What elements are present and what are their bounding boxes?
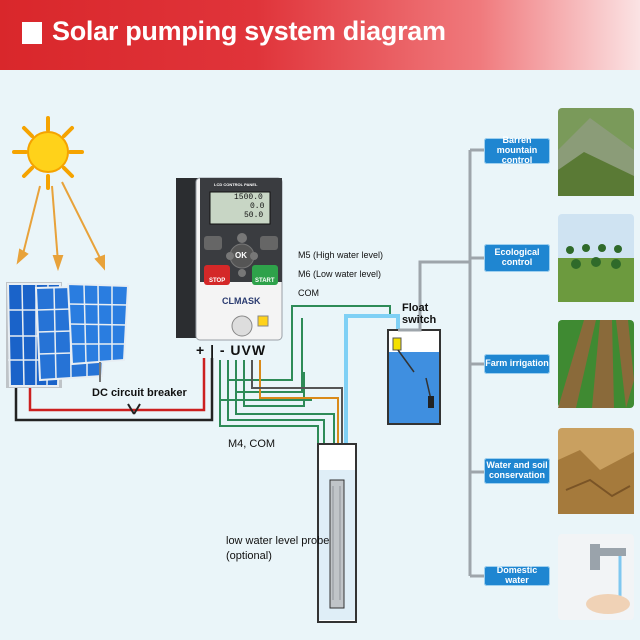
header-banner: Solar pumping system diagram — [0, 0, 640, 70]
m6-label: M6 (Low water level) — [298, 269, 382, 279]
sunlight-arrows — [16, 181, 105, 272]
dc-wires — [14, 358, 214, 422]
irrigation-photo — [558, 320, 634, 408]
application-connectors — [398, 148, 484, 578]
vfd-drive — [176, 177, 283, 341]
vfd-brand-logo: CLMASK — [222, 296, 261, 306]
m4-com-label: M4, COM — [228, 438, 276, 450]
dc-breaker-icon — [127, 403, 141, 415]
vfd-start-button[interactable]: START — [255, 278, 275, 284]
barren-mountain-control-button[interactable]: Barren mountain control — [484, 135, 550, 165]
page-title: Solar pumping system diagram — [52, 16, 446, 46]
vfd-display-line-2: 0.0 — [250, 202, 265, 211]
sun-icon — [12, 116, 84, 190]
faucet-photo — [558, 534, 634, 620]
vfd-stop-button[interactable]: STOP — [209, 278, 226, 284]
vfd-ok-button[interactable]: OK — [235, 251, 247, 260]
water-soil-conservation-button[interactable]: Water and soil conservation — [484, 458, 550, 484]
vfd-terminals-label: + | - UVW — [196, 342, 267, 358]
soil-photo — [558, 428, 634, 514]
banner-square-icon — [22, 22, 42, 44]
water-tank — [387, 329, 441, 425]
vfd-panel-title: LCD CONTROL PANEL — [214, 182, 258, 187]
water-pipe — [344, 314, 400, 460]
float-switch-label: Float switch — [402, 302, 437, 326]
well-shaft — [317, 443, 357, 623]
vfd-display-line-3: 50.0 — [244, 211, 264, 220]
com-label: COM — [298, 288, 319, 298]
m5-label: M5 (High water level) — [298, 250, 384, 260]
orchard-photo — [558, 214, 634, 302]
vfd-display-line-1: 1500.0 — [234, 193, 263, 202]
ecological-control-button[interactable]: Ecological control — [484, 244, 550, 272]
domestic-water-button[interactable]: Domestic water — [484, 565, 550, 586]
mountain-photo — [558, 108, 634, 196]
dc-breaker-label: DC circuit breaker — [92, 387, 187, 399]
solar-panel-right — [66, 282, 130, 382]
farm-irrigation-button[interactable]: Farm irrigation — [484, 354, 550, 374]
probe-label: low water level probe (optional) — [226, 535, 330, 562]
